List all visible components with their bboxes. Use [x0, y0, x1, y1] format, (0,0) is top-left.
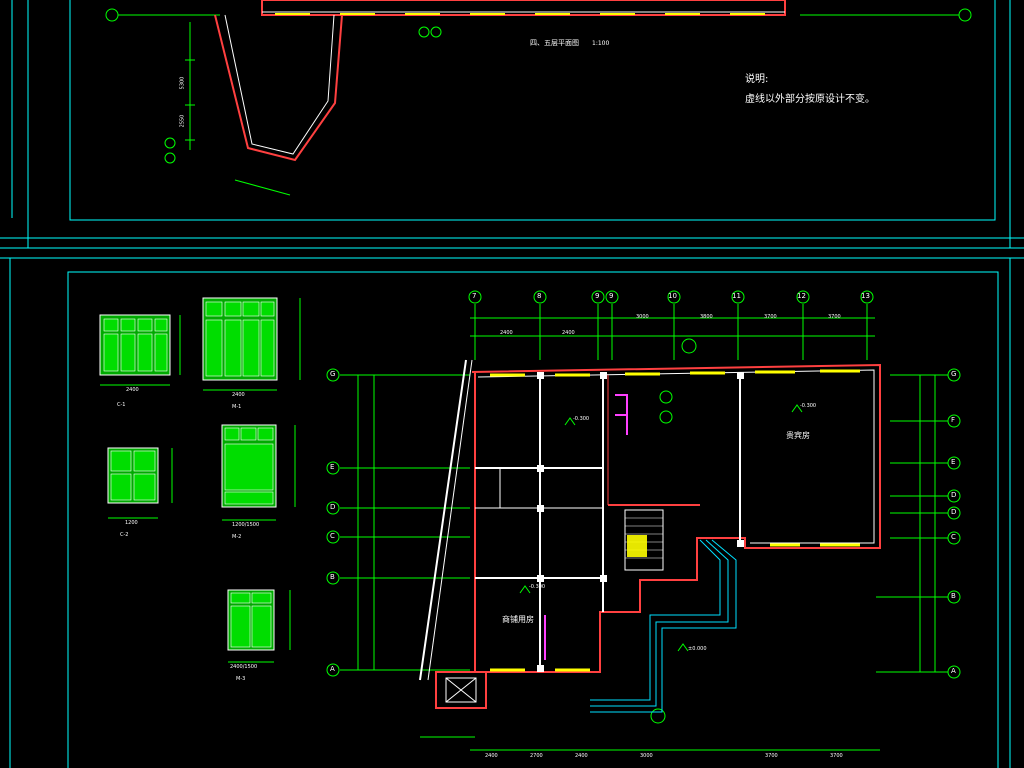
upper-dim: 2550 — [179, 114, 186, 128]
grid-letter: D — [951, 508, 957, 516]
room-label-vip: 贵宾房 — [786, 431, 810, 440]
bottom-dim: 3000 — [640, 753, 653, 759]
top-dim: 2400 — [500, 330, 513, 336]
grid-letter: F — [951, 416, 956, 424]
notes-text: 虚线以外部分按原设计不变。 — [745, 94, 875, 105]
grid-number: 13 — [861, 292, 870, 300]
bottom-dim: 3700 — [830, 753, 843, 759]
plan-grid — [340, 304, 948, 751]
plan-title: 四、五层平面图 — [530, 39, 579, 47]
grid-letter: A — [330, 665, 335, 673]
grid-bubbles-top — [468, 290, 874, 724]
window-size: 2400/1500 — [230, 664, 258, 670]
grid-number: 8 — [537, 292, 542, 300]
level-symbols — [519, 404, 803, 652]
top-dim: 3800 — [700, 314, 713, 320]
window-size: 1200/1500 — [232, 522, 260, 528]
bottom-dim: 2700 — [530, 753, 543, 759]
level-mark: -0.300 — [529, 584, 546, 590]
grid-letter: A — [951, 667, 956, 675]
level-mark: -0.300 — [800, 403, 817, 409]
upper-sheet — [0, 0, 1024, 249]
top-dim: 2400 — [562, 330, 575, 336]
grid-letter: B — [951, 592, 956, 600]
window-size: 2400 — [232, 392, 245, 398]
grid-number: 12 — [797, 292, 806, 300]
level-mark: -0.300 — [573, 416, 590, 422]
grid-number: 9 — [609, 292, 614, 300]
window-tag: C-1 — [117, 402, 126, 408]
grid-letter: G — [330, 370, 336, 378]
bottom-dim: 2400 — [575, 753, 588, 759]
grid-letter: D — [951, 491, 957, 499]
bottom-dim: 2400 — [485, 753, 498, 759]
window-elevations — [99, 297, 301, 663]
grid-number: 7 — [472, 292, 477, 300]
window-size: 2400 — [126, 387, 139, 393]
room-label-shop: 商铺用房 — [502, 615, 534, 624]
grid-letter: C — [951, 533, 956, 541]
plan-scale: 1:100 — [592, 40, 610, 47]
grid-letter: E — [951, 458, 956, 466]
grid-number: 11 — [732, 292, 741, 300]
level-mark: ±0.000 — [688, 646, 707, 652]
top-dim: 3700 — [828, 314, 841, 320]
top-dim: 3700 — [764, 314, 777, 320]
lower-sheet — [0, 257, 1024, 768]
grid-letter: E — [330, 463, 335, 471]
window-tag: M-1 — [232, 404, 242, 410]
grid-number: 10 — [668, 292, 677, 300]
grid-letter: B — [330, 573, 335, 581]
grid-letter: G — [951, 370, 957, 378]
upper-dim: 5300 — [179, 76, 186, 90]
window-tag: M-3 — [236, 676, 246, 682]
grid-number: 9 — [595, 292, 600, 300]
plan-columns — [537, 372, 744, 672]
grid-letter: D — [330, 503, 336, 511]
plan-windows — [490, 369, 860, 672]
plan-walls — [419, 359, 881, 713]
top-dim: 3000 — [636, 314, 649, 320]
window-tag: M-2 — [232, 534, 242, 540]
grid-bubbles-side — [326, 368, 961, 679]
grid-letter: C — [330, 532, 335, 540]
window-size: 1200 — [125, 520, 138, 526]
bottom-dim: 3700 — [765, 753, 778, 759]
window-tag: C-2 — [120, 532, 129, 538]
notes-heading: 说明: — [745, 74, 769, 85]
